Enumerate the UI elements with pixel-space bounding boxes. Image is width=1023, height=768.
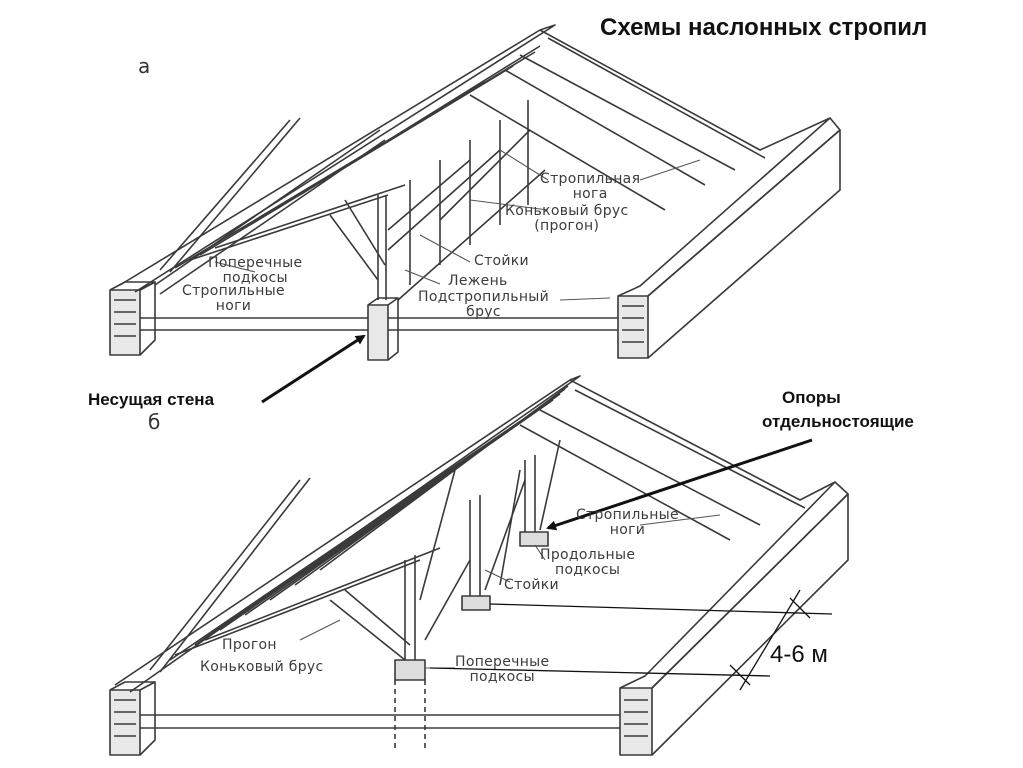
scheme-b-support-base — [519, 531, 549, 547]
supports-arrow — [546, 438, 813, 531]
scheme-a-leaders — [214, 149, 701, 301]
scheme-a-walls — [109, 117, 841, 361]
page-title: Схемы наслонных стропил — [600, 14, 928, 41]
callout-supports: Опоры отдельностоящие — [762, 388, 914, 431]
scheme-b-drawing — [109, 375, 849, 756]
scheme-a-rafters — [119, 24, 831, 293]
callout-bearing-wall: Несущая стена — [88, 390, 215, 409]
scheme-b-post-base-front — [394, 659, 426, 681]
scheme-b-letter: б — [148, 410, 161, 434]
label-b-posts: Стойки — [504, 577, 559, 593]
scheme-a-letter: а — [138, 54, 151, 78]
dimension-lines — [429, 589, 833, 691]
label-a-posts: Стойки — [474, 253, 529, 269]
scheme-b-walls — [109, 481, 849, 756]
label-b-purlin: Прогон — [222, 637, 277, 653]
scheme-a-drawing — [109, 24, 841, 361]
label-a-sill: Лежень — [448, 273, 508, 289]
scheme-a-bearing-wall — [367, 304, 389, 361]
dimension-label: 4-6 м — [770, 641, 828, 668]
scheme-a-posts — [329, 100, 531, 300]
bearing-wall-arrow — [261, 334, 366, 404]
label-b-ridge-beam: Коньковый брус — [200, 659, 324, 675]
scheme-b-posts — [329, 439, 561, 752]
scheme-b-rafters — [114, 375, 836, 693]
label-a-ridge-beam: Коньковый брус(прогон) — [505, 203, 629, 234]
